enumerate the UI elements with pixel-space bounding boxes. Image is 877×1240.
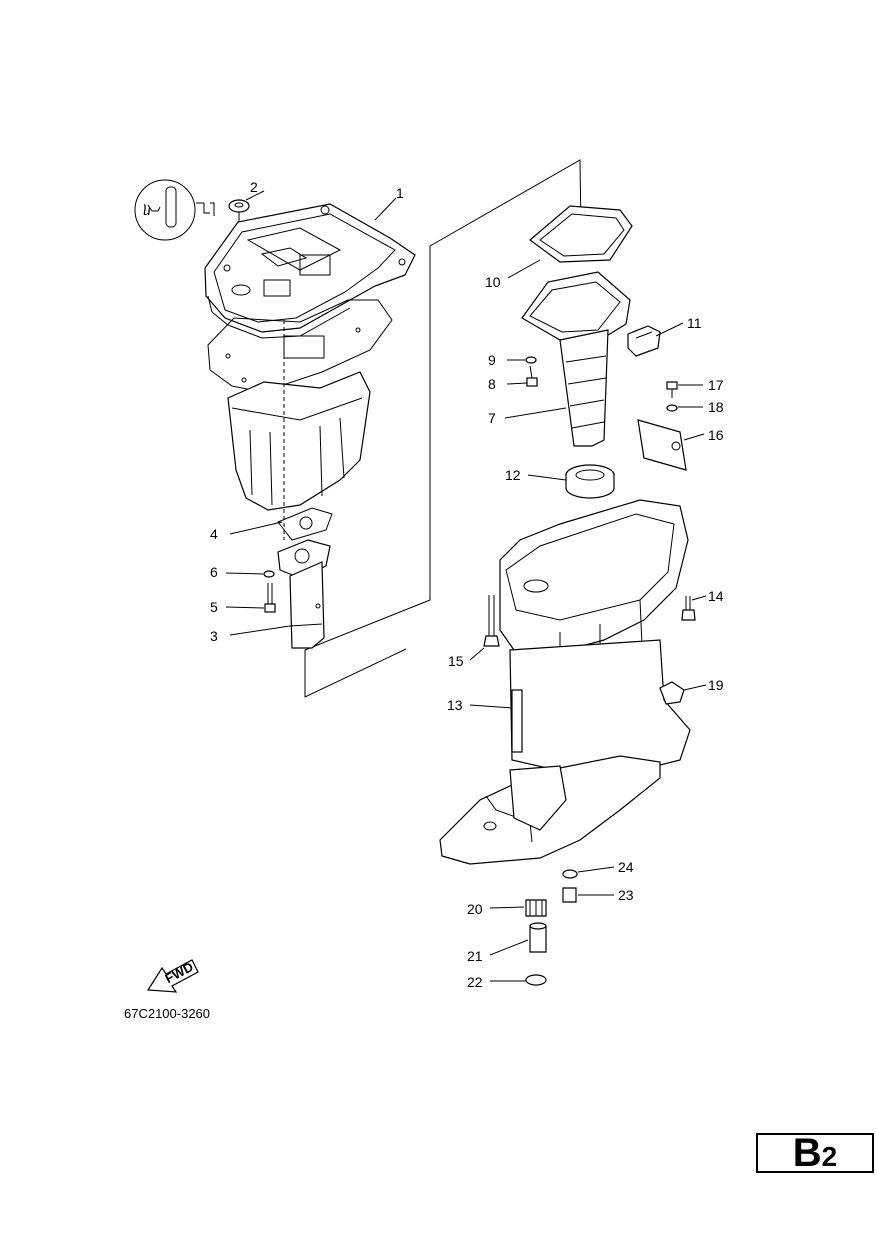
- callout-19: 19: [708, 677, 724, 693]
- page-code-number: 2: [821, 1141, 838, 1172]
- callout-7: 7: [488, 410, 496, 426]
- callout-21: 21: [467, 948, 483, 964]
- part-upper-casing-13: [499, 499, 691, 781]
- part-upper-gasket: [207, 299, 393, 393]
- callout-6: 6: [210, 564, 218, 580]
- part-small-gasket: [277, 507, 333, 541]
- part-bolt-5-and-washer-6: [263, 570, 276, 613]
- part-upper-casing-cover: [204, 203, 416, 339]
- part-damper-19: [659, 681, 685, 705]
- callout-5: 5: [210, 599, 218, 615]
- callout-24: 24: [618, 859, 634, 875]
- part-oil-pan: [227, 320, 371, 540]
- part-washer-24: [562, 869, 578, 879]
- part-bolt-8-and-washer-9: [525, 356, 538, 387]
- part-bolt-14: [681, 596, 696, 621]
- callout-10: 10: [485, 274, 501, 290]
- callout-1: 1: [396, 185, 404, 201]
- callout-20: 20: [467, 901, 483, 917]
- callout-23: 23: [618, 887, 634, 903]
- callout-18: 18: [708, 399, 724, 415]
- leader-lines: [225, 190, 707, 982]
- part-bolt-15: [483, 595, 500, 647]
- callout-14: 14: [708, 588, 724, 604]
- page-code-letter: B: [792, 1131, 822, 1175]
- callout-2: 2: [250, 179, 258, 195]
- detail-circle-inset: ⴑ: [134, 179, 215, 241]
- part-plug-23: [562, 887, 577, 903]
- part-collar-12: [565, 464, 615, 499]
- figure-code: 67C2100-3260: [124, 1006, 210, 1021]
- callout-11: 11: [687, 315, 702, 331]
- callout-13: 13: [447, 697, 463, 713]
- forward-arrow-icon: FWD: [146, 959, 199, 993]
- callout-8: 8: [488, 376, 496, 392]
- callout-9: 9: [488, 352, 496, 368]
- part-bushing-21: [529, 922, 547, 953]
- detail-symbol-icon: ⴑ: [143, 203, 151, 218]
- part-nut-20: [525, 899, 547, 917]
- part-bolt-17-washer-18: [666, 381, 678, 412]
- callout-15: 15: [448, 653, 464, 669]
- part-exhaust-pipe: [277, 539, 331, 649]
- callout-4: 4: [210, 526, 218, 542]
- part-exhaust-guide-7: [521, 271, 631, 447]
- callout-22: 22: [467, 974, 483, 990]
- callout-labels: 1 2 3 4 5 6 7 8 9 10 11 12 13 14 15 16 1…: [210, 179, 724, 990]
- page-code-box: B 2: [756, 1133, 874, 1173]
- part-seal-11: [627, 325, 661, 357]
- part-plate-16: [637, 419, 687, 471]
- callout-16: 16: [708, 427, 724, 443]
- callout-17: 17: [708, 377, 724, 393]
- part-gasket-10: [529, 205, 633, 263]
- part-oring-22: [525, 974, 547, 986]
- part-anti-cavitation-plate: [439, 755, 661, 865]
- callout-3: 3: [210, 628, 218, 644]
- callout-12: 12: [505, 467, 521, 483]
